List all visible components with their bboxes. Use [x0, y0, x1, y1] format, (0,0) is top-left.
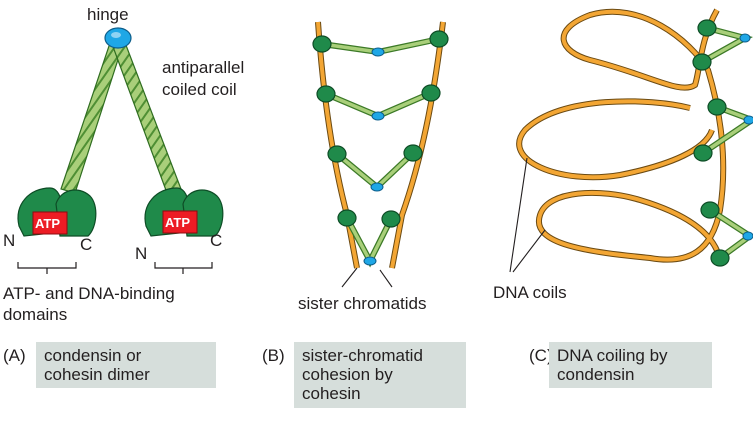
coiled-coil-label: antiparallel coiled coil — [162, 58, 245, 99]
hinge-label: hinge — [87, 5, 129, 24]
domains-label: ATP- and DNA-binding domains — [3, 284, 175, 324]
dna-strand — [517, 9, 726, 262]
condensin-complexes — [692, 19, 730, 267]
caption-a-box: condensin or cohesin dimer — [36, 342, 216, 388]
caption-b: (B) — [262, 346, 285, 365]
panel-c-diagram — [509, 8, 753, 273]
panel-b-letter: (B) — [262, 346, 285, 365]
panel-b-diagram — [312, 21, 449, 288]
right-head-domain — [144, 187, 224, 237]
left-head-domain — [17, 187, 97, 237]
right-domain-bracket — [154, 262, 213, 274]
c-terminus-left: C — [80, 235, 93, 254]
panel-a-letter: (A) — [3, 346, 26, 365]
left-domain-bracket — [17, 262, 77, 274]
n-terminus-right: N — [135, 244, 148, 263]
caption-a: (A) — [3, 346, 26, 365]
caption-c: (C) — [529, 346, 553, 365]
n-terminus-left: N — [3, 231, 16, 250]
panel-c-letter: (C) — [529, 346, 553, 365]
sister-chromatids-label: sister chromatids — [298, 294, 427, 313]
dna-coil-pointers — [509, 157, 546, 273]
atp-label-left: ATP — [35, 216, 61, 231]
dna-coils-label: DNA coils — [493, 283, 567, 302]
cohesin-rings — [312, 30, 449, 228]
caption-c-box: DNA coiling by condensin — [549, 342, 712, 388]
left-coiled-coil — [60, 39, 124, 194]
c-terminus-right: C — [210, 231, 223, 250]
atp-label-right: ATP — [165, 215, 191, 230]
caption-b-box: sister-chromatid cohesion by cohesin — [294, 342, 466, 408]
panel-a-diagram — [17, 27, 224, 274]
hinge-domain — [104, 27, 132, 49]
chromatid-pointers — [341, 267, 393, 288]
